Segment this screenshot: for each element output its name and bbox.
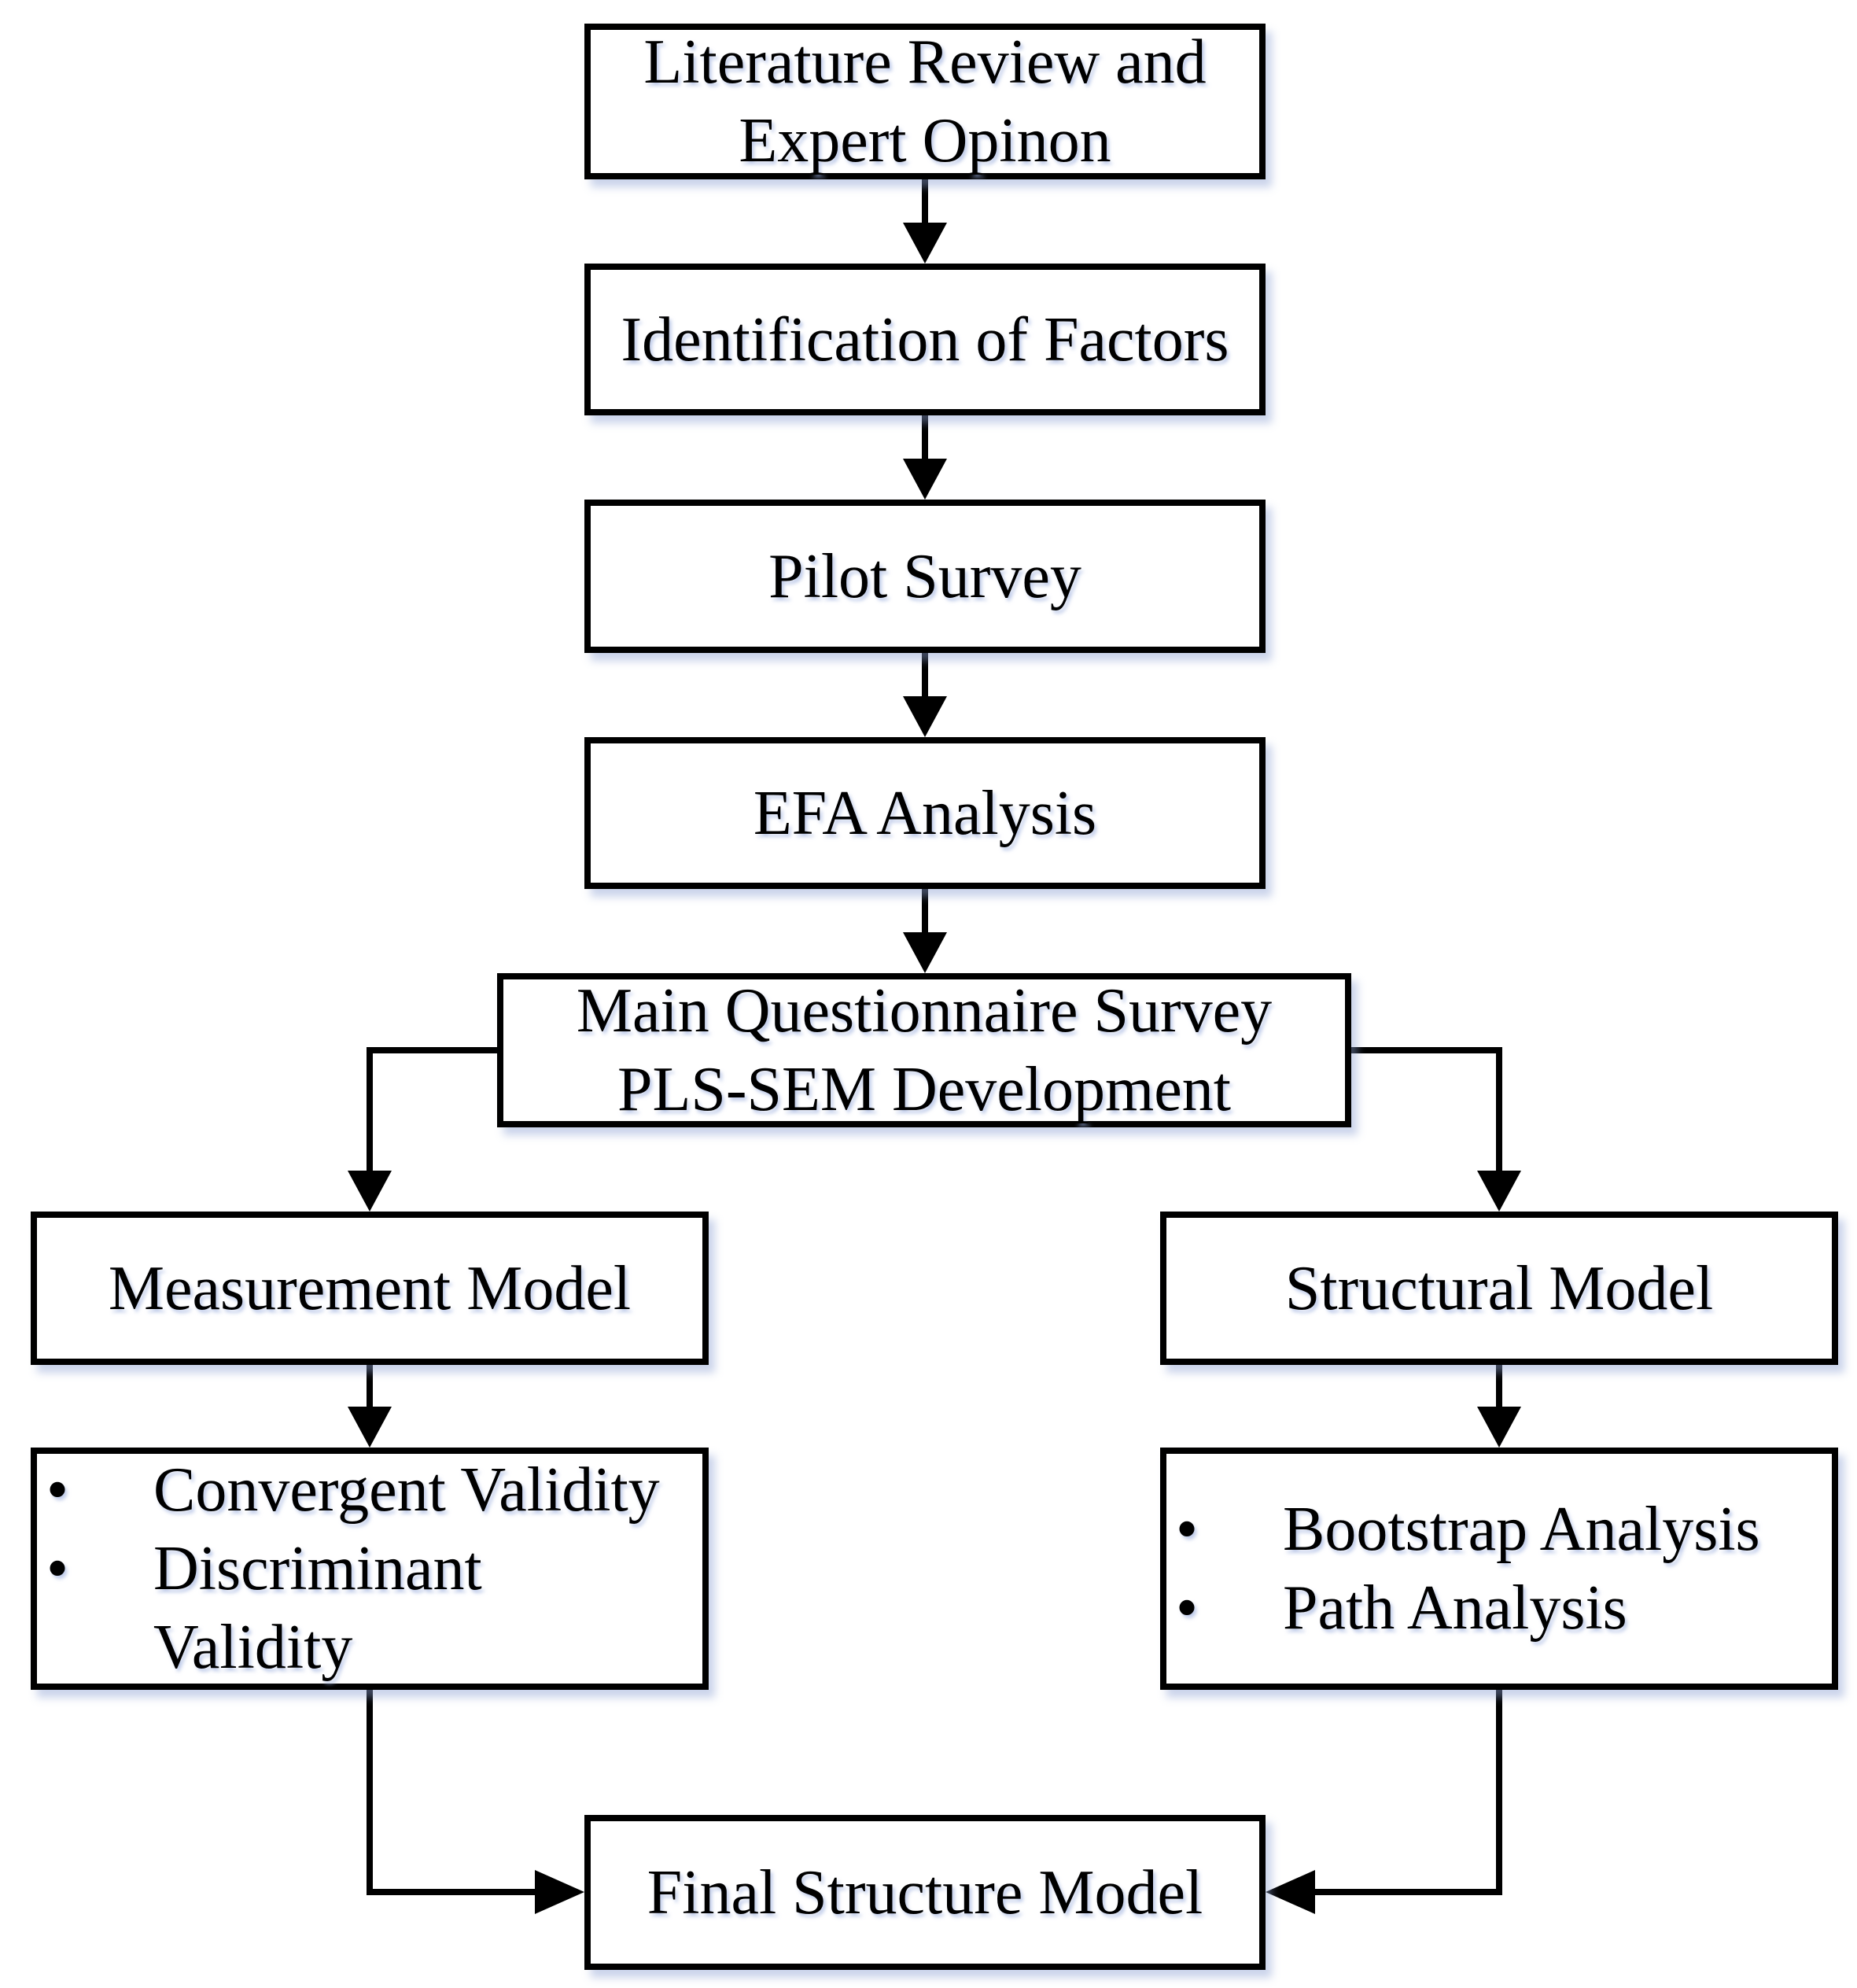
structural-detail-item: • Path Analysis (1166, 1569, 1826, 1647)
convergent-validity-text: Convergent Validity (153, 1455, 660, 1525)
connector-main-survey-to-measurement (367, 1047, 500, 1175)
connector-measurement-details-to-final (367, 1687, 540, 1895)
arrowhead-final-from-right (1266, 1870, 1315, 1914)
literature-review-box: Literature Review and Expert Opinon (584, 24, 1266, 179)
structural-details-box: • Bootstrap Analysis • Path Analysis (1160, 1448, 1838, 1690)
bullet-icon: • (46, 1455, 69, 1525)
measurement-details-box: • Convergent Validity • Discriminant Val… (31, 1448, 709, 1690)
literature-review-line1: Literature Review and (643, 28, 1207, 97)
main-survey-line1: Main Questionnaire Survey (576, 976, 1273, 1046)
bullet-icon: • (46, 1534, 69, 1603)
main-survey-box: Main Questionnaire Survey PLS-SEM Develo… (497, 973, 1351, 1127)
bullet-icon: • (1176, 1495, 1199, 1564)
efa-analysis-label: EFA Analysis (753, 778, 1097, 848)
arrowhead-pilot (903, 459, 947, 500)
identification-of-factors-label: Identification of Factors (621, 304, 1229, 374)
connector-main-survey-to-structural (1348, 1047, 1502, 1175)
structural-model-box: Structural Model (1160, 1212, 1838, 1365)
pilot-survey-box: Pilot Survey (584, 500, 1266, 653)
final-structure-model-label: Final Structure Model (647, 1857, 1203, 1927)
measurement-model-box: Measurement Model (31, 1212, 709, 1365)
identification-of-factors-box: Identification of Factors (584, 264, 1266, 415)
literature-review-line2: Expert Opinon (739, 106, 1111, 175)
measurement-detail-item: • Convergent Validity (37, 1451, 696, 1529)
arrowhead-main-survey (903, 932, 947, 973)
bullet-icon: • (1176, 1573, 1199, 1643)
connector-structural-details-to-final (1310, 1687, 1502, 1895)
structural-model-label: Structural Model (1284, 1253, 1714, 1323)
final-structure-model-box: Final Structure Model (584, 1815, 1266, 1970)
arrowhead-structural (1477, 1171, 1521, 1212)
arrowhead-efa (903, 696, 947, 737)
bootstrap-analysis-text: Bootstrap Analysis (1283, 1495, 1760, 1564)
measurement-detail-item: • Discriminant Validity (37, 1529, 578, 1687)
pilot-survey-label: Pilot Survey (768, 541, 1081, 611)
main-survey-line2: PLS-SEM Development (617, 1055, 1231, 1124)
measurement-model-label: Measurement Model (108, 1253, 632, 1323)
arrowhead-final-from-left (535, 1870, 584, 1914)
arrowhead-measurement (348, 1171, 392, 1212)
efa-analysis-box: EFA Analysis (584, 737, 1266, 889)
structural-detail-item: • Bootstrap Analysis (1166, 1490, 1826, 1569)
discriminant-validity-text: Discriminant Validity (153, 1534, 482, 1682)
arrowhead-measurement-details (348, 1407, 392, 1448)
arrowhead-identification (903, 223, 947, 264)
path-analysis-text: Path Analysis (1283, 1573, 1627, 1643)
arrowhead-structural-details (1477, 1407, 1521, 1448)
